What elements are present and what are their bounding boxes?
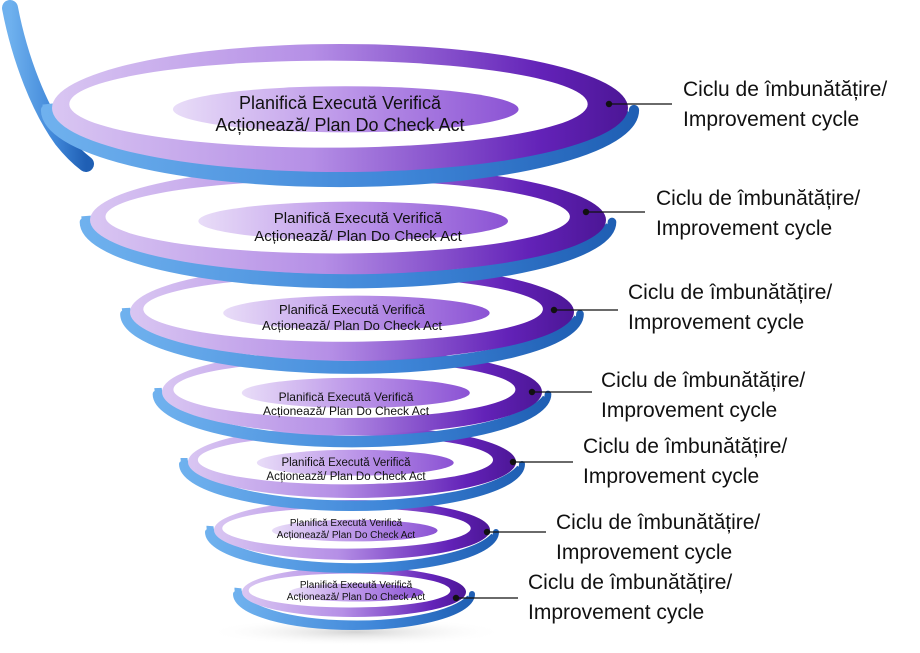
label-line-1: Ciclu de îmbunătățire/ xyxy=(528,571,733,594)
spiral-ribbon-4 xyxy=(154,387,549,444)
label-line-2: Improvement cycle xyxy=(556,541,733,565)
ring-line-2: Acționează/ Plan Do Check Act xyxy=(262,404,430,419)
spiral-ribbon-front-1 xyxy=(40,104,640,188)
spiral-ribbon-1 xyxy=(42,103,637,182)
spiral-ribbon-3 xyxy=(121,307,582,370)
ring-line-1: Planifică Execută Verifică xyxy=(281,457,411,470)
spiral-ribbon-front-5 xyxy=(179,461,525,511)
label-line-2: Improvement cycle xyxy=(683,108,860,132)
floor-shadow xyxy=(206,618,506,646)
spiral-ribbon-2 xyxy=(81,215,614,284)
spiral-ribbon-front-3 xyxy=(120,310,584,374)
inner-swirl-1 xyxy=(172,86,519,133)
cycle-label-5: Ciclu de îmbunătățire/Improvement cycle xyxy=(583,432,787,493)
cycle-label-3: Ciclu de îmbunătățire/Improvement cycle xyxy=(628,278,832,339)
label-line-2: Improvement cycle xyxy=(528,601,705,625)
inner-swirl-3 xyxy=(223,295,490,331)
cycle-label-7: Ciclu de îmbunătățire/Improvement cycle xyxy=(528,568,732,629)
label-line-2: Improvement cycle xyxy=(601,399,778,423)
ring-line-1: Planifică Execută Verifică xyxy=(273,210,443,227)
spiral-ribbon-5 xyxy=(180,457,523,508)
label-line-1: Ciclu de îmbunătățire/ xyxy=(601,369,806,392)
label-line-2: Improvement cycle xyxy=(628,311,805,335)
connector-dot-5 xyxy=(509,458,517,466)
ring-line-1: Planifică Execută Verifică xyxy=(238,93,442,114)
inner-swirl-7 xyxy=(289,583,424,602)
label-line-2: Improvement cycle xyxy=(656,217,833,241)
spiral-ribbon-front-2 xyxy=(79,217,617,289)
ring-line-1: Planifică Execută Verifică xyxy=(278,389,414,404)
inner-swirl-4 xyxy=(241,377,470,408)
spiral-ribbon-6 xyxy=(206,525,497,571)
label-line-1: Ciclu de îmbunătățire/ xyxy=(683,78,888,101)
cycle-label-4: Ciclu de îmbunătățire/Improvement cycle xyxy=(601,366,805,427)
ring-line-2: Acționează/ Plan Do Check Act xyxy=(262,318,442,334)
connector-dot-4 xyxy=(528,388,536,396)
label-line-1: Ciclu de îmbunătățire/ xyxy=(656,187,861,210)
ring-line-2: Acționează/ Plan Do Check Act xyxy=(266,471,426,484)
cycle-label-2: Ciclu de îmbunătățire/Improvement cycle xyxy=(656,184,860,245)
ring-line-2: Acționează/ Plan Do Check Act xyxy=(215,115,465,136)
label-line-2: Improvement cycle xyxy=(583,465,760,489)
ring-line-2: Acționează/ Plan Do Check Act xyxy=(254,228,462,246)
spiral-ribbon-front-4 xyxy=(152,390,552,448)
cycle-label-1: Ciclu de îmbunătățire/Improvement cycle xyxy=(683,75,887,136)
label-line-1: Ciclu de îmbunătățire/ xyxy=(556,511,761,534)
connector-dot-6 xyxy=(483,528,491,536)
ring-line-1: Planifică Execută Verifică xyxy=(299,580,413,591)
label-line-1: Ciclu de îmbunătățire/ xyxy=(628,281,833,304)
inner-swirl-6 xyxy=(271,519,438,542)
ring-line-2: Acționează/ Plan Do Check Act xyxy=(286,592,426,604)
label-line-1: Ciclu de îmbunătățire/ xyxy=(583,435,788,458)
ring-line-2: Acționează/ Plan Do Check Act xyxy=(276,530,416,542)
connector-dot-3 xyxy=(550,306,558,314)
cycle-label-6: Ciclu de îmbunătățire/Improvement cycle xyxy=(556,508,760,569)
ring-line-1: Planifică Execută Verifică xyxy=(279,302,425,318)
spiral-ribbon-front-6 xyxy=(205,529,499,573)
connector-dot-7 xyxy=(452,594,460,602)
inner-swirl-5 xyxy=(256,449,454,476)
spiral-ribbon-front-7 xyxy=(233,591,475,630)
ring-line-1: Planifică Execută Verifică xyxy=(289,518,403,529)
connector-dot-2 xyxy=(582,208,590,216)
inner-swirl-2 xyxy=(198,201,508,241)
connector-dot-1 xyxy=(605,100,613,108)
